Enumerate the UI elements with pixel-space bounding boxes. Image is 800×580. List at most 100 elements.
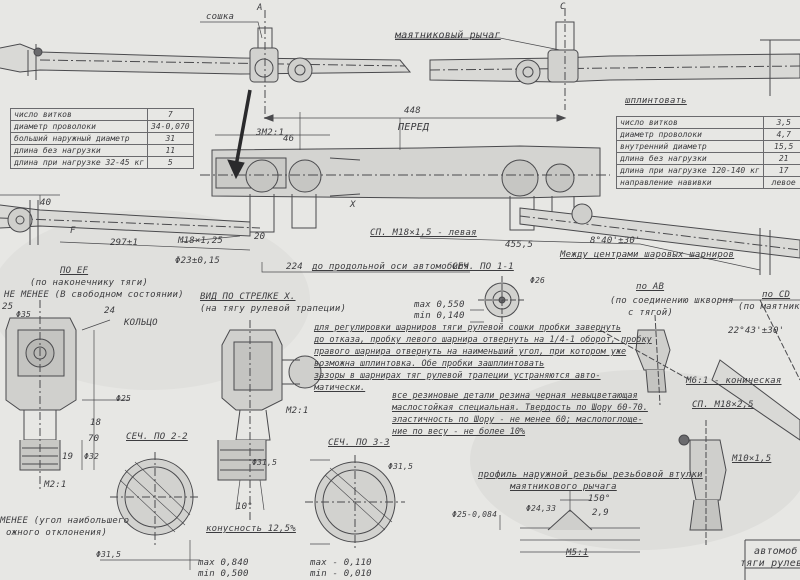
- ab-title: по АВ: [636, 282, 665, 292]
- angle-22: 22°43'±30': [728, 326, 785, 336]
- rubber-parts-note: все резиновые детали резина черная невыц…: [392, 391, 648, 437]
- adjustment-note: для регулировки шарниров тяги рулевой со…: [314, 323, 652, 393]
- dim-26: Φ26: [530, 276, 546, 285]
- dim-315-b: Φ31,5: [388, 462, 414, 471]
- dim-3m2: 3М2:1: [256, 128, 285, 138]
- cd-detail-view: [678, 299, 800, 545]
- thread-profile: [499, 490, 640, 553]
- not-less-free-label: НЕ МЕНЕЕ (В свободном состоянии): [4, 290, 184, 300]
- cd-subtitle: (по маятнико: [738, 302, 800, 312]
- conicity-label: конусность 12,5%: [206, 524, 296, 534]
- section-1-1-view: [470, 276, 526, 324]
- thread-profile-subtitle: маятникового рычага: [510, 482, 617, 492]
- dim-2505: Φ25-0,084: [452, 510, 498, 519]
- section-2-2-view: [100, 452, 200, 570]
- dim-25-sp: 25: [2, 302, 14, 312]
- dim-20: 20: [254, 232, 266, 242]
- dim-10-deg: 10°: [236, 502, 253, 512]
- thread-left-label: СП. М18×1,5 - левая: [370, 228, 477, 238]
- f-mark: F: [70, 226, 76, 236]
- dim-455: 455,5: [505, 240, 534, 250]
- dim-32: Φ32: [84, 452, 100, 461]
- dim-40: 40: [40, 198, 52, 208]
- scale-m51: М5:1: [566, 548, 589, 558]
- pendulum-lever-label: маятниковый рычаг: [395, 30, 501, 41]
- pointer-arrow: [227, 89, 252, 180]
- max-0110: max - 0,110: [310, 558, 372, 568]
- thread-m10-15: М10×1,5: [732, 454, 772, 464]
- dim-224: 224: [286, 262, 303, 272]
- thread-m18-25: СП. М18×2,5: [692, 400, 754, 410]
- dim-23: Φ23±0,15: [175, 256, 220, 266]
- top-steering-rod: [0, 8, 800, 122]
- dim-29: 2,9: [592, 508, 609, 518]
- ab-subtitle-1: (по соединению шкворня: [610, 296, 734, 306]
- ab-subtitle-2: с тягой): [628, 308, 673, 318]
- thread-profile-title: профиль наружной резьбы резьбовой втулки: [478, 470, 703, 480]
- angle-150: 150°: [588, 494, 611, 504]
- title-block-line-1: автомоб: [754, 546, 798, 557]
- section-3-3-view: [305, 455, 405, 550]
- dim-448: 448: [404, 106, 421, 116]
- front-label: ПЕРЕД: [398, 122, 430, 133]
- middle-rod-section: [200, 112, 610, 233]
- dim-297: 297±1: [110, 238, 139, 248]
- view-x-title: ВИД ПО СТРЕЛКЕ X.: [200, 292, 296, 302]
- ef-title: ПО EF: [60, 266, 89, 276]
- max-0550: max 0,550: [414, 300, 465, 310]
- section-3-3-label: СЕЧ. ПО 3-3: [328, 438, 390, 448]
- dim-35: Φ35: [16, 310, 32, 319]
- min-0140: min 0,140: [414, 311, 465, 321]
- ring-label: КОЛЬЦО: [124, 318, 158, 328]
- scale-m21-b: М2:1: [286, 406, 309, 416]
- right-tie-rod: [419, 203, 800, 275]
- dim-70: 70: [88, 434, 100, 444]
- section-a-mark: А: [257, 3, 263, 13]
- dim-25: Φ25: [116, 394, 132, 403]
- soshka-label: сошка: [206, 12, 235, 22]
- section-2-2-label: СЕЧ. ПО 2-2: [126, 432, 188, 442]
- long-axis-label: до продольной оси автомобиля: [312, 262, 470, 272]
- angle-8: 8°40'±30': [590, 236, 641, 246]
- title-block-line-2: тяги рулев: [740, 558, 800, 569]
- view-x-subtitle: (на тягу рулевой трапеции): [200, 304, 347, 314]
- m6-conic-label: М6:1 - коническая: [686, 376, 782, 386]
- ab-detail-view: [599, 314, 691, 406]
- view-x-ball-joint: [217, 320, 322, 520]
- left-tie-rod: [0, 194, 261, 251]
- x-arrow-mark: X: [350, 200, 356, 210]
- section-c-mark: С: [560, 2, 566, 12]
- ef-subtitle: (по наконечнику тяги): [30, 278, 148, 288]
- dim-315-a: Φ31,5: [252, 458, 278, 467]
- splint-label: шплинтовать: [625, 96, 687, 106]
- ef-detail-view: [5, 300, 130, 490]
- min-deflection-1: МЕНЕЕ (угол наибольшего: [0, 516, 130, 526]
- max-0840: max 0,840: [198, 558, 249, 568]
- cd-title: по СD: [762, 290, 791, 300]
- dim-18: 18: [90, 418, 102, 428]
- between-centers-label: Между центрами шаровых шарниров: [560, 250, 735, 260]
- dim-315-c: Φ31,5: [96, 550, 122, 559]
- dim-46: 46: [283, 134, 295, 144]
- dim-24: 24: [104, 306, 116, 316]
- dim-2433: Φ24,33: [526, 504, 557, 513]
- dim-19: 19: [62, 452, 74, 462]
- scale-m21-a: М2:1: [44, 480, 67, 490]
- section-1-1-label: СЕЧ. ПО 1-1: [452, 262, 514, 272]
- dim-m18: М18×1,25: [178, 236, 223, 246]
